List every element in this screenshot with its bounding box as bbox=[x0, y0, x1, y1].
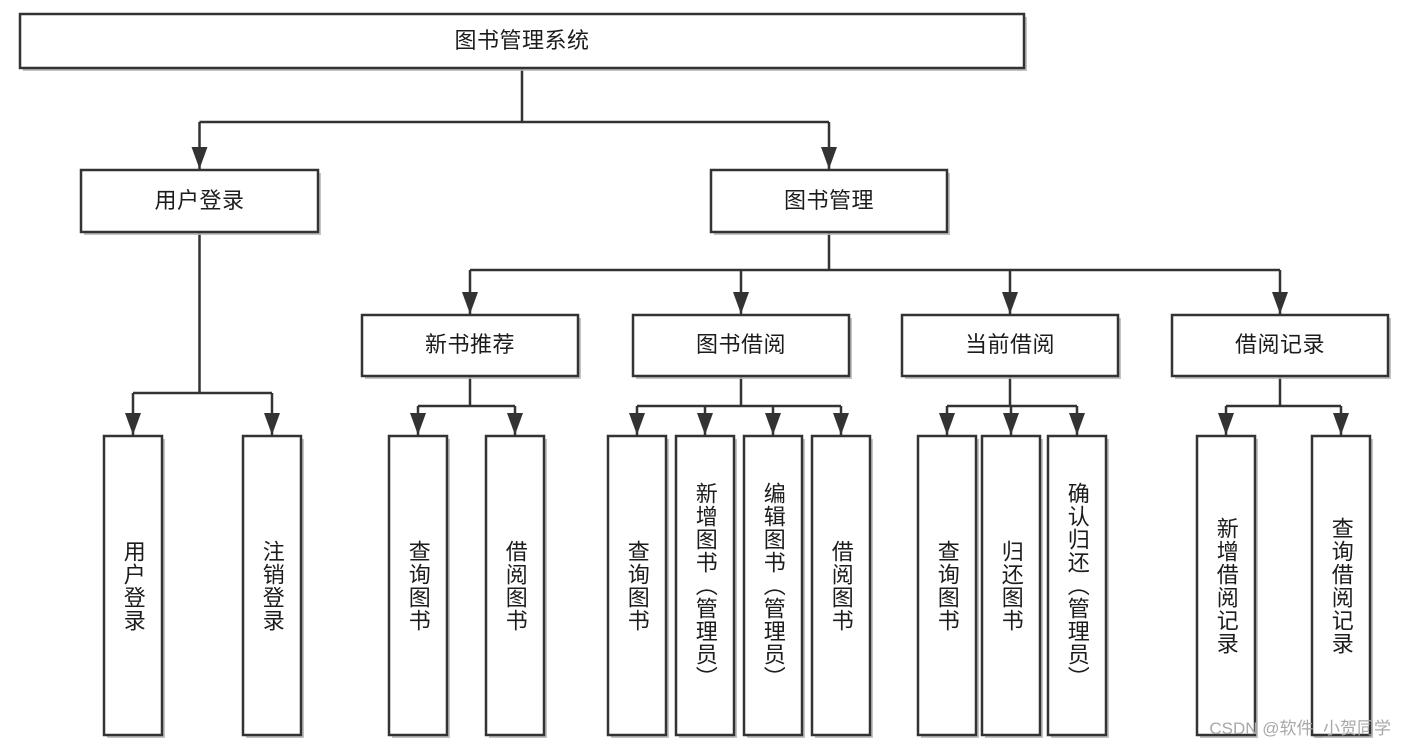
arrowhead-login bbox=[191, 147, 208, 169]
arrowhead-leaf-query-book-3 bbox=[939, 413, 955, 435]
node-box-leaf-query-record[interactable] bbox=[1310, 434, 1372, 737]
node-box-borrow[interactable] bbox=[631, 313, 851, 378]
node-box-leaf-user-login[interactable] bbox=[102, 434, 164, 737]
node-box-leaf-borrow-book-1[interactable] bbox=[484, 434, 546, 737]
arrowhead-newbook bbox=[462, 292, 478, 314]
node-box-leaf-edit-book[interactable] bbox=[742, 434, 804, 737]
node-box-leaf-confirm-return[interactable] bbox=[1046, 434, 1108, 737]
node-box-leaf-query-book-2[interactable] bbox=[606, 434, 668, 737]
node-box-leaf-add-book[interactable] bbox=[674, 434, 736, 737]
arrowhead-leaf-user-login bbox=[125, 413, 141, 435]
arrowhead-borrow bbox=[733, 292, 749, 314]
arrowhead-leaf-confirm-return bbox=[1069, 413, 1085, 435]
arrowhead-leaf-query-book-1 bbox=[410, 413, 426, 435]
node-box-leaf-return-book[interactable] bbox=[980, 434, 1042, 737]
arrowhead-leaf-return-book bbox=[1003, 413, 1019, 435]
arrowhead-records bbox=[1272, 292, 1288, 314]
node-box-leaf-borrow-book-2[interactable] bbox=[810, 434, 872, 737]
node-box-bookmgmt[interactable] bbox=[709, 168, 949, 234]
arrowhead-current bbox=[1002, 292, 1018, 314]
arrowhead-leaf-query-record bbox=[1333, 413, 1349, 435]
node-box-records[interactable] bbox=[1170, 313, 1390, 378]
arrowhead-leaf-borrow-book-2 bbox=[833, 413, 849, 435]
arrowhead-leaf-borrow-book-1 bbox=[507, 413, 523, 435]
edges-layer bbox=[125, 68, 1349, 435]
arrowhead-leaf-logout bbox=[264, 413, 280, 435]
nodes-layer bbox=[18, 12, 1391, 738]
node-box-current[interactable] bbox=[900, 313, 1120, 378]
node-box-login[interactable] bbox=[79, 168, 320, 234]
node-box-newbook[interactable] bbox=[360, 313, 580, 378]
arrowhead-leaf-query-book-2 bbox=[629, 413, 645, 435]
node-box-root[interactable] bbox=[18, 12, 1026, 70]
node-box-leaf-add-record[interactable] bbox=[1195, 434, 1257, 737]
node-box-leaf-query-book-3[interactable] bbox=[916, 434, 978, 737]
arrowhead-leaf-add-record bbox=[1218, 413, 1234, 435]
arrowhead-leaf-add-book bbox=[697, 413, 713, 435]
arrowhead-bookmgmt bbox=[821, 147, 837, 169]
node-box-leaf-query-book-1[interactable] bbox=[387, 434, 449, 737]
node-box-leaf-logout[interactable] bbox=[241, 434, 303, 737]
arrowhead-leaf-edit-book bbox=[765, 413, 781, 435]
